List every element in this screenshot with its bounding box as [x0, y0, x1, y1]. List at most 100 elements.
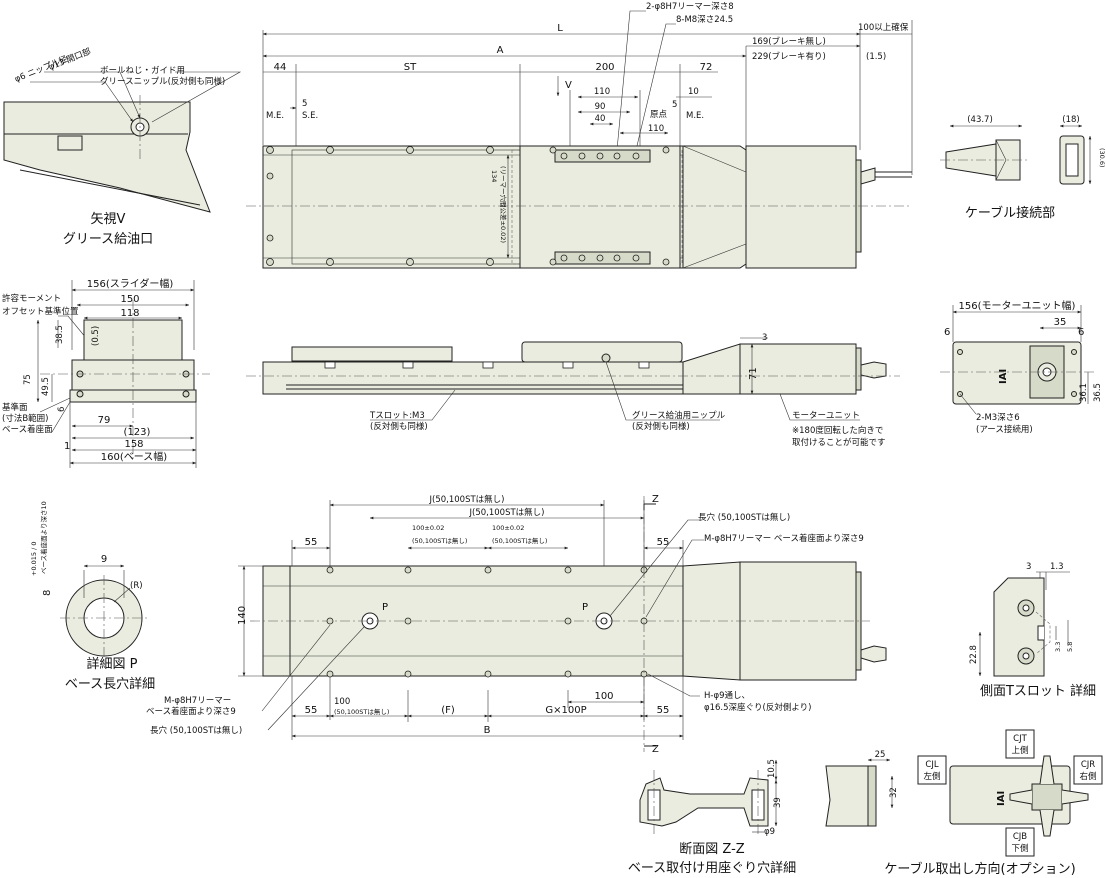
motor-end-view: 156(モーターユニット幅) 35 6 6 IAI 36.1 36.5 2-M3…	[940, 299, 1103, 435]
dim-150: 150	[120, 294, 139, 305]
slider-top	[519, 145, 681, 269]
mount-hole-icon	[564, 617, 572, 625]
view-title-v: 矢視V	[91, 212, 126, 227]
label-cjt: CJT	[1013, 734, 1027, 744]
bolt-hole-icon	[406, 146, 414, 154]
dim-18: (18)	[1062, 115, 1079, 125]
view-title-cable: ケーブル接続部	[965, 205, 1055, 221]
dim-75: 75	[23, 374, 33, 385]
dim-5-8: 5.8	[1066, 642, 1074, 652]
dim-79: 79	[98, 415, 111, 426]
bolt-hole-icon	[613, 152, 621, 160]
dim-1-3: 1.3	[1050, 562, 1064, 572]
note-nipple: グリースニップル(反対側も同様)	[100, 76, 225, 87]
label-cjr: CJR	[1081, 760, 1095, 770]
dim-brake-off: 169(ブレーキ無し)	[752, 36, 826, 47]
t-slot-mark	[402, 361, 414, 369]
note-rotate-1: ※180度回転した向きで	[792, 425, 883, 436]
cable-exit-right-icon	[1061, 789, 1089, 805]
mount-hole-icon	[404, 617, 412, 625]
cable-exit-bottom-icon	[1039, 809, 1055, 837]
dim-43-7: (43.7)	[967, 115, 993, 125]
note-slot-left: 長穴 (50,100STは無し)	[150, 725, 242, 736]
note-ream-right: M-φ8H7リーマー ベース着座面より深さ9	[704, 533, 864, 544]
bolt-hole-icon	[486, 258, 494, 266]
dim-1-5: (1.5)	[866, 52, 886, 62]
dim-phi6: φ6 ニップル径	[13, 53, 70, 84]
dim-38-5: 38.5	[55, 325, 65, 344]
cable-option-view: 25 32 IAI CJT 上側 CJL 左側 CJR 右側 CJB 下側 ケー…	[825, 729, 1103, 877]
label-Z-top: Z	[652, 494, 659, 505]
note-ream-left-1: M-φ8H7リーマー	[164, 696, 231, 706]
note-rotate-2: 取付けることが可能です	[792, 437, 886, 448]
dim-110b: 110	[648, 124, 664, 134]
t-slot-mark	[324, 361, 336, 369]
mount-hole-group	[326, 566, 648, 678]
bolt-hole-icon	[560, 152, 568, 160]
note-nipple-1: グリース給油用ニップル	[632, 410, 726, 421]
cable-exit-left-icon	[1009, 789, 1033, 805]
dim-32: 32	[889, 787, 899, 798]
grease-port-view: ボールねじ・ガイド用 グリースニップル(反対側も同様) φ13 開口部 φ6 ニ…	[3, 46, 242, 247]
label-P-2: P	[582, 602, 588, 613]
dim-A: A	[497, 45, 504, 56]
note-m3-2: (アース接続用)	[976, 424, 1033, 435]
label-Z-bottom: Z	[652, 744, 659, 755]
label-cjr-sub: 右側	[1079, 771, 1096, 782]
dim-25: 25	[875, 750, 886, 760]
bolt-hole-icon	[560, 254, 568, 262]
bolt-hole-icon	[549, 258, 557, 266]
dim-100-c: 100	[334, 697, 350, 707]
dim-118: 118	[120, 308, 139, 319]
dim-cable-clear: 100以上確保	[858, 22, 909, 33]
view-title-slot-detail: ベース長穴詳細	[65, 676, 155, 692]
mount-hole-icon	[484, 670, 492, 678]
dim-phi9: φ9	[764, 827, 775, 837]
dim-9-p: 9	[101, 554, 107, 565]
note-ref-1: 基準面	[2, 402, 28, 413]
dim-158: 158	[124, 439, 143, 450]
dim-44: 44	[274, 62, 287, 73]
dim-71: 71	[748, 367, 759, 380]
bottom-view: J(50,100STは無し) J(50,100STは無し) 55 55 100±…	[146, 494, 887, 755]
dim-156-motor: 156(モーターユニット幅)	[959, 299, 1076, 312]
dim-6-left: 6	[944, 327, 950, 338]
iai-logo-option: IAI	[996, 791, 1007, 806]
label-me-left: M.E.	[266, 111, 284, 121]
view-title-counterbore: ベース取付け用座ぐり穴詳細	[628, 860, 796, 876]
bolt-hole-icon	[632, 254, 640, 262]
t-slot-mark	[638, 361, 650, 369]
label-P-1: P	[382, 602, 388, 613]
dim-55-b: 55	[657, 537, 670, 548]
dim-90: 90	[595, 102, 606, 112]
motor-unit-side	[739, 343, 857, 395]
dim-G: G×100P	[545, 705, 586, 716]
dim-39: 39	[773, 797, 783, 808]
dim-J-2: J(50,100STは無し)	[469, 507, 545, 518]
note-moment-2: オフセット基準位置	[2, 306, 79, 317]
dim-8-p: 8	[42, 590, 53, 596]
label-cjl-sub: 左側	[923, 771, 940, 782]
dim-55-a: 55	[305, 537, 318, 548]
dim-36-1: 36.1	[1079, 383, 1089, 402]
cable-exit-center-icon	[1031, 783, 1063, 811]
note-depth-p: ベース着座面より深さ10	[39, 501, 48, 574]
view-title-cable-option: ケーブル取出し方向(オプション)	[884, 861, 1075, 877]
tslot-profile	[993, 577, 1045, 677]
note-m3-1: 2-M3深さ6	[976, 413, 1020, 423]
mount-hole-icon	[326, 670, 334, 678]
bolt-hole-icon	[486, 146, 494, 154]
view-title-zz: 断面図 Z-Z	[679, 842, 745, 857]
note-ref-2: (寸法B範囲)	[2, 413, 48, 424]
detail-p: 9 (R) 8 +0.015 / 0 ベース着座面より深さ10 詳細図 P ベー…	[30, 501, 155, 692]
grease-nipple-icon	[601, 353, 611, 363]
tol-p: +0.015 / 0	[30, 541, 38, 576]
section-profile	[639, 777, 769, 827]
dim-100-b-note: (50,100STは無し)	[492, 536, 547, 545]
bolt-hole-icon	[182, 390, 190, 398]
dim-55-c: 55	[305, 705, 318, 716]
cable-connector-icon	[860, 361, 887, 379]
view-title-p: 詳細図 P	[87, 656, 138, 672]
dim-110: 110	[594, 87, 610, 97]
note-h-1: H-φ9通し、	[704, 690, 750, 701]
